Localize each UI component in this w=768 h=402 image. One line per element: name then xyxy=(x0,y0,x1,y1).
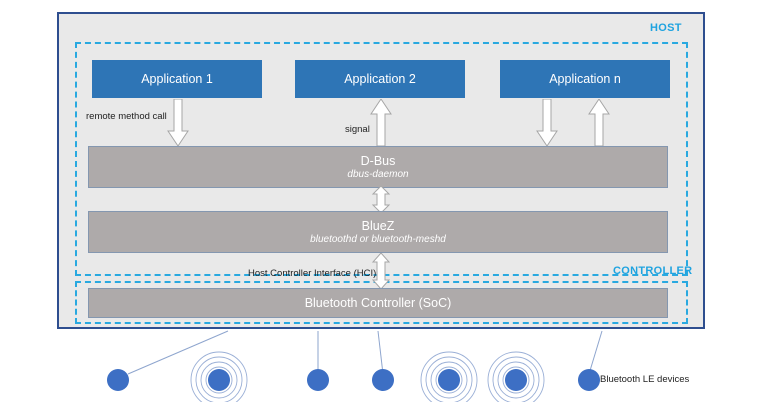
arrow-up-dbus-to-appn xyxy=(588,99,610,147)
ble-device-dot-4[interactable] xyxy=(372,369,394,391)
bluez-layer-bar[interactable]: BlueZ bluetoothd or bluetooth-meshd xyxy=(88,211,668,253)
dbus-layer-bar[interactable]: D-Bus dbus-daemon xyxy=(88,146,668,188)
radio-waves-icon-2 xyxy=(420,351,478,402)
dbus-layer-subtitle: dbus-daemon xyxy=(347,168,409,180)
arrow-down-appn-to-dbus xyxy=(536,99,558,147)
bluez-layer-title: BlueZ xyxy=(361,218,395,233)
arrow-down-app1-to-dbus xyxy=(167,99,189,147)
arrow-up-dbus-to-app2 xyxy=(370,99,392,147)
bluez-layer-subtitle: bluetoothd or bluetooth-meshd xyxy=(310,233,446,245)
annotation-hci: Host Controller Interface (HCI) xyxy=(248,268,377,279)
controller-zone-label: CONTROLLER xyxy=(613,265,693,277)
bluetooth-controller-bar[interactable]: Bluetooth Controller (SoC) xyxy=(88,288,668,318)
ble-device-dot-6[interactable] xyxy=(505,369,527,391)
host-zone-label: HOST xyxy=(650,22,682,34)
ble-device-dot-7[interactable] xyxy=(578,369,600,391)
device-lead-lines xyxy=(127,330,603,375)
application-box-1[interactable]: Application 1 xyxy=(92,60,262,98)
ble-devices-label: Bluetooth LE devices xyxy=(600,374,690,385)
radio-waves-icon-1 xyxy=(190,351,248,402)
ble-device-dot-2[interactable] xyxy=(208,369,230,391)
annotation-signal: signal xyxy=(345,124,370,135)
ble-device-dot-1[interactable] xyxy=(107,369,129,391)
arrow-bidirectional-bluez-controller xyxy=(370,253,392,289)
dbus-layer-title: D-Bus xyxy=(360,153,396,168)
ble-device-dot-5[interactable] xyxy=(438,369,460,391)
application-box-n[interactable]: Application n xyxy=(500,60,670,98)
application-box-2[interactable]: Application 2 xyxy=(295,60,465,98)
ble-device-dot-3[interactable] xyxy=(307,369,329,391)
annotation-remote-method-call: remote method call xyxy=(86,111,167,122)
arrow-bidirectional-dbus-bluez xyxy=(370,186,392,213)
radio-waves-icon-3 xyxy=(487,351,545,402)
